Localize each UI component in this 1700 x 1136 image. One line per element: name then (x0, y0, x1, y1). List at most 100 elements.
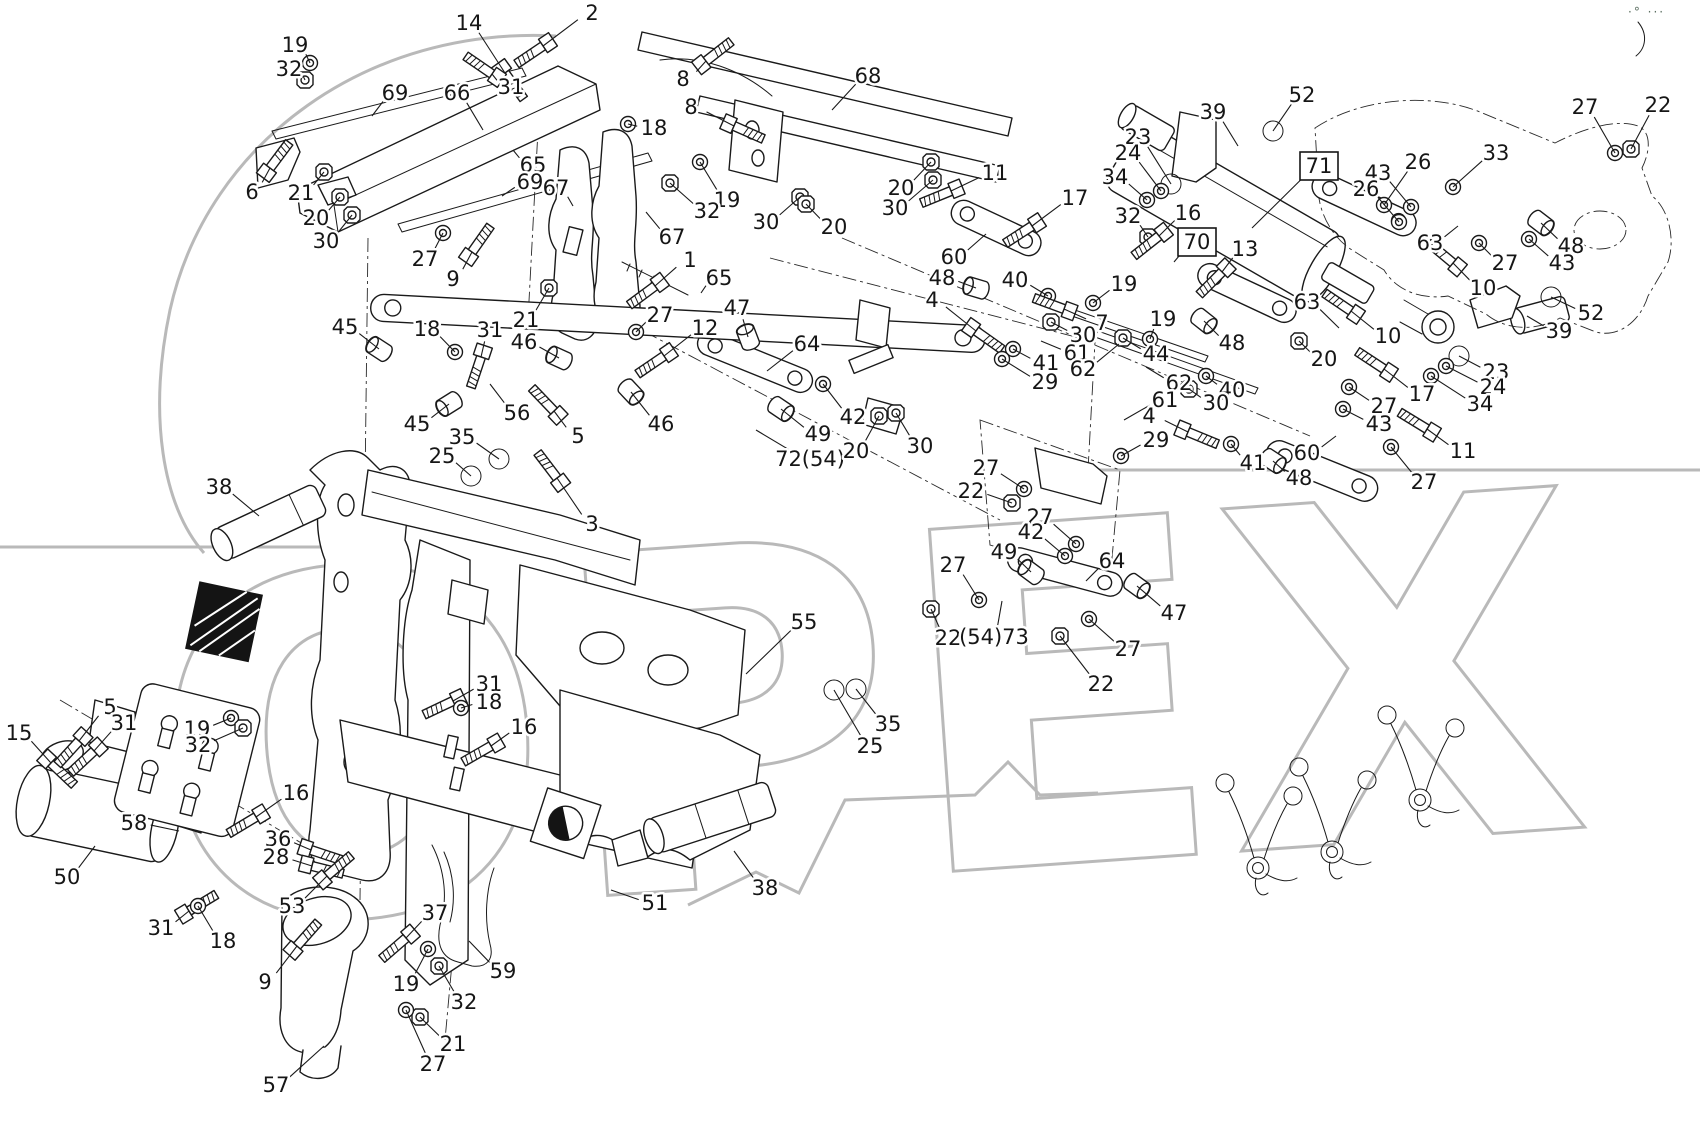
part-callout-47: 47 (1136, 585, 1190, 628)
part-callout-36: 36 (262, 825, 312, 854)
svg-text:20: 20 (303, 206, 330, 230)
part-callout-18: 18 (411, 315, 456, 353)
part-callout-45: 45 (401, 403, 450, 439)
part-callout-46: 46 (508, 328, 560, 359)
part-callout-39: 39 (1197, 98, 1239, 147)
svg-text:65: 65 (520, 153, 547, 177)
part-callout-17: 17 (1031, 184, 1091, 227)
part-callout-19: 19 (1147, 305, 1179, 340)
part-callout-21: 21 (510, 287, 550, 335)
svg-text:46: 46 (511, 330, 538, 354)
svg-text:19: 19 (282, 33, 309, 57)
svg-text:60: 60 (1294, 441, 1321, 465)
part-callout-9: 9 (444, 251, 473, 294)
svg-text:49: 49 (991, 540, 1018, 564)
part-callout-32: 32 (1112, 202, 1149, 238)
part-callout-27: 27 (970, 454, 1025, 490)
part-flange-51 (529, 787, 602, 860)
svg-text:32: 32 (694, 199, 721, 223)
svg-text:2: 2 (585, 1, 598, 25)
part-callout-49: 49 (988, 538, 1032, 573)
part-callout-30: 30 (879, 179, 934, 223)
part-callout-32: 32 (438, 965, 480, 1017)
part-callout-31: 31 (491, 73, 527, 102)
part-callout-61: 61 (1040, 339, 1093, 368)
svg-text:41: 41 (1240, 451, 1267, 475)
part-callout-71: 71 (1251, 151, 1339, 229)
svg-text:47: 47 (1161, 601, 1188, 625)
svg-text:41: 41 (1033, 351, 1060, 375)
svg-text:30: 30 (1203, 391, 1230, 415)
svg-text:70: 70 (1184, 230, 1211, 254)
svg-text:48: 48 (929, 266, 956, 290)
svg-text:27: 27 (940, 553, 967, 577)
svg-text:1: 1 (683, 248, 696, 272)
svg-text:14: 14 (456, 11, 483, 35)
part-callout-9: 9 (256, 945, 298, 997)
svg-text:18: 18 (414, 317, 441, 341)
part-callout-14: 14 (453, 9, 506, 74)
part-callout-30: 30 (895, 412, 936, 461)
svg-text:62: 62 (1166, 371, 1193, 395)
svg-text:24: 24 (1115, 141, 1142, 165)
svg-text:29: 29 (1032, 370, 1059, 394)
part-callout-42: 42 (1015, 518, 1066, 557)
part-callout-13: 13 (1221, 235, 1261, 273)
part-callout-18: 18 (460, 688, 505, 717)
part-callout-20: 20 (805, 203, 850, 242)
svg-text:31: 31 (111, 711, 138, 735)
part-callout-32: 32 (182, 727, 244, 760)
part-callout-29: 29 (1001, 358, 1061, 397)
svg-text:25: 25 (429, 444, 456, 468)
svg-text:64: 64 (1099, 549, 1126, 573)
part-callout-4: 4 (1140, 402, 1189, 433)
part-callout-64: 64 (1085, 547, 1128, 582)
svg-text:19: 19 (184, 717, 211, 741)
svg-text:8: 8 (684, 95, 697, 119)
part-pin-39-top (1117, 102, 1175, 152)
svg-text:43: 43 (1365, 161, 1392, 185)
part-grille (185, 581, 263, 663)
part-callout-30: 30 (1050, 321, 1099, 350)
part-callout-19: 19 (279, 31, 311, 64)
svg-text:30: 30 (313, 229, 340, 253)
svg-text:22: 22 (958, 479, 985, 503)
svg-text:21: 21 (288, 181, 315, 205)
svg-text:32: 32 (185, 733, 212, 757)
corner-mark: ·° ··· (1628, 5, 1665, 19)
part-callout-3: 3 (556, 477, 601, 539)
svg-text:19: 19 (1111, 272, 1138, 296)
svg-text:44: 44 (1143, 342, 1170, 366)
part-pin-38-left (210, 484, 327, 562)
svg-text:32: 32 (276, 57, 303, 81)
svg-text:27: 27 (1492, 251, 1519, 275)
svg-text:69: 69 (517, 170, 544, 194)
svg-text:17: 17 (1409, 382, 1436, 406)
svg-text:19: 19 (393, 972, 420, 996)
part-callout-48: 48 (1272, 460, 1315, 493)
part-callout-65: 65 (512, 149, 549, 180)
bolt-glyph (457, 220, 498, 268)
part-callout-67: 67 (540, 174, 574, 207)
svg-text:15: 15 (6, 721, 33, 745)
part-callout-62: 62 (1067, 343, 1120, 384)
part-callout-12: 12 (663, 314, 721, 357)
svg-text:36: 36 (265, 827, 292, 851)
svg-text:23: 23 (1125, 125, 1152, 149)
part-callout-33: 33 (1452, 139, 1512, 188)
svg-text:31: 31 (148, 916, 175, 940)
part-callout-35: 35 (855, 688, 904, 739)
part-callout-32: 32 (273, 55, 306, 84)
svg-text:5: 5 (103, 695, 116, 719)
svg-text:45: 45 (404, 412, 431, 436)
part-handle-38 (611, 829, 649, 867)
part-callout-8: 8 (674, 60, 707, 94)
part-callout-62: 62 (1145, 366, 1195, 398)
part-callout-43: 43 (1342, 408, 1395, 439)
svg-text:32: 32 (1115, 204, 1142, 228)
part-callout-48: 48 (1540, 222, 1587, 261)
part-callout-41: 41 (1012, 349, 1062, 378)
part-callout-41: 41 (1230, 443, 1269, 478)
